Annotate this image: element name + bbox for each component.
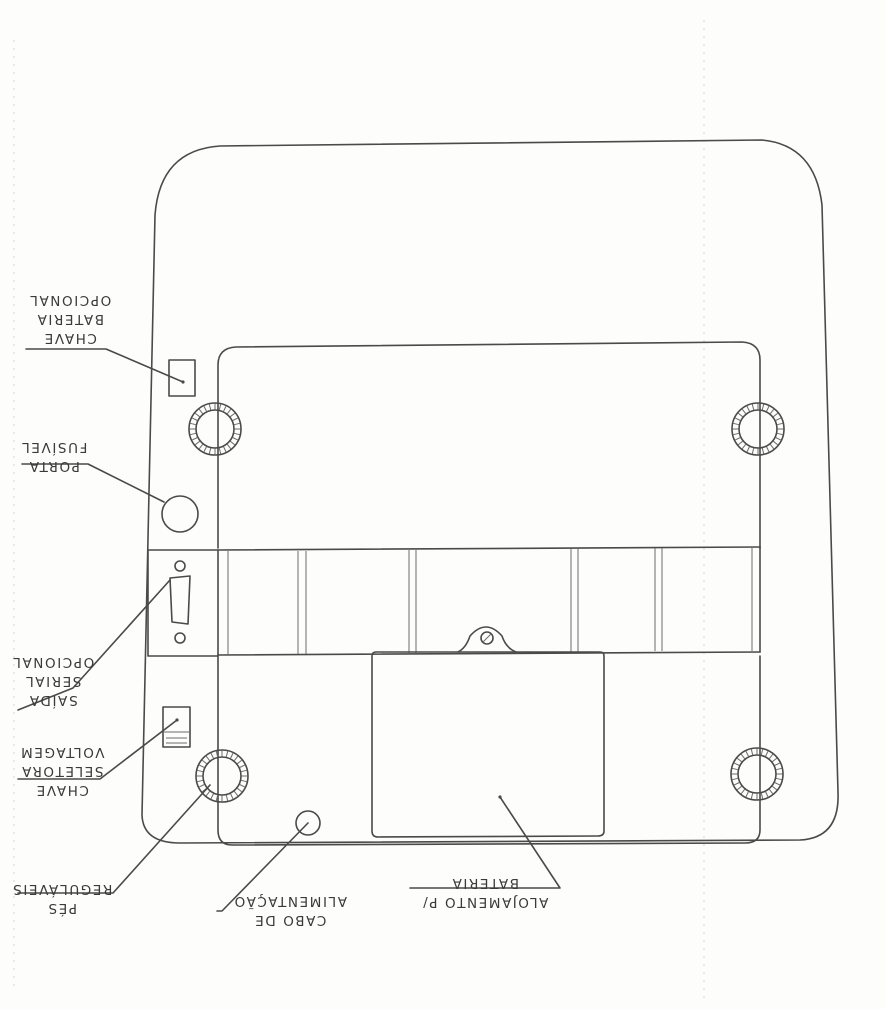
- power-cable-hole: [295, 810, 321, 836]
- upper-base-panel: [217, 341, 761, 549]
- label-adjustable-feet: PÉS REGULÁVEIS: [12, 881, 113, 917]
- label-line: FUSÍVEL: [21, 439, 88, 456]
- label-line: SERIAL: [25, 673, 82, 689]
- label-line: PORTA: [28, 458, 80, 474]
- label-line: VOLTAGEM: [20, 744, 105, 760]
- label-line: CABO DE: [254, 912, 327, 928]
- label-line: PÉS: [47, 900, 77, 917]
- battery-compartment: [371, 626, 605, 838]
- device-housing-outline: [141, 139, 839, 844]
- label-line: SAÍDA: [28, 692, 77, 709]
- label-line: REGULÁVEIS: [12, 881, 113, 898]
- connector-band: [217, 546, 761, 656]
- label-fuse-holder: PORTA FUSÍVEL: [21, 439, 88, 474]
- voltage-selector-switch: [162, 706, 191, 748]
- lower-base-panel: [217, 654, 761, 846]
- label-line: BATERIA: [451, 875, 519, 891]
- label-line: CHAVE: [43, 330, 97, 346]
- label-line: ALIMENTAÇÃO: [233, 893, 347, 910]
- label-battery-switch: CHAVE BATERIA OPCIONAL: [29, 292, 111, 346]
- label-serial-output: SAÍDA SERIAL OPCIONAL: [12, 654, 94, 709]
- adjustable-foot: [730, 747, 784, 801]
- label-line: SELETORA: [21, 763, 104, 779]
- label-line: ALOJAMENTO P/: [422, 894, 549, 910]
- adjustable-foot: [188, 402, 242, 456]
- adjustable-foot: [195, 749, 249, 803]
- adjustable-foot: [731, 402, 785, 456]
- leader-lines: [17, 348, 561, 912]
- label-voltage-selector: CHAVE SELETORA VOLTAGEM: [20, 744, 105, 798]
- label-power-cable: CABO DE ALIMENTAÇÃO: [233, 893, 347, 928]
- fuse-holder: [161, 495, 199, 533]
- serial-port-plate: [147, 549, 219, 657]
- label-line: OPCIONAL: [29, 292, 111, 308]
- adjustable-feet: [188, 402, 785, 803]
- label-line: CHAVE: [35, 782, 89, 798]
- label-line: BATERIA: [36, 311, 104, 327]
- label-line: OPCIONAL: [12, 654, 94, 670]
- label-battery-compartment: ALOJAMENTO P/ BATERIA: [422, 875, 549, 910]
- labels: CHAVE BATERIA OPCIONAL PORTA FUSÍVEL SAÍ…: [12, 292, 549, 928]
